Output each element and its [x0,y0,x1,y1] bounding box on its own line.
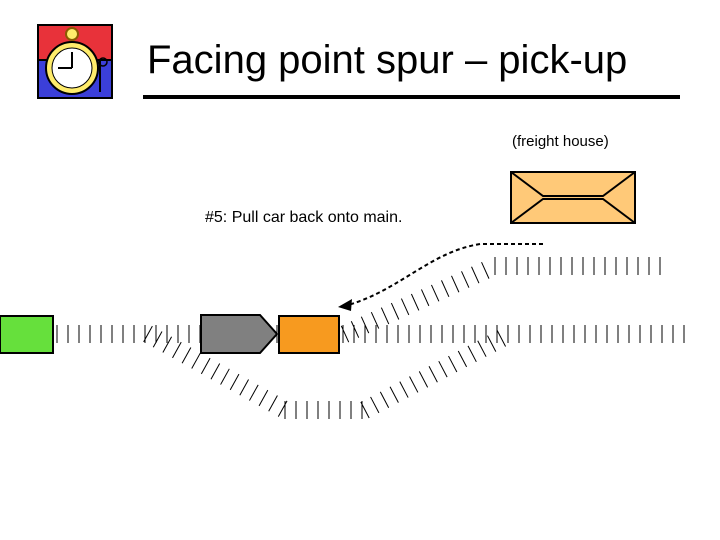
siding-lead-track [143,325,288,417]
siding-return-track [360,330,507,419]
track-layout [56,257,685,419]
stopwatch-icon [37,24,113,99]
spur-track [494,257,661,275]
freight-car [278,315,340,354]
locomotive [200,314,279,354]
green-car [0,315,54,354]
dashed-arrow-icon [338,243,543,311]
slide-title: Facing point spur – pick-up [147,38,628,82]
title-underline [143,95,680,99]
freight-house-icon [510,171,636,224]
freight-house-label: (freight house) [512,133,609,150]
spur-lead-track [340,262,490,343]
siding-track [284,401,363,419]
step-caption: #5: Pull car back onto main. [205,209,403,226]
